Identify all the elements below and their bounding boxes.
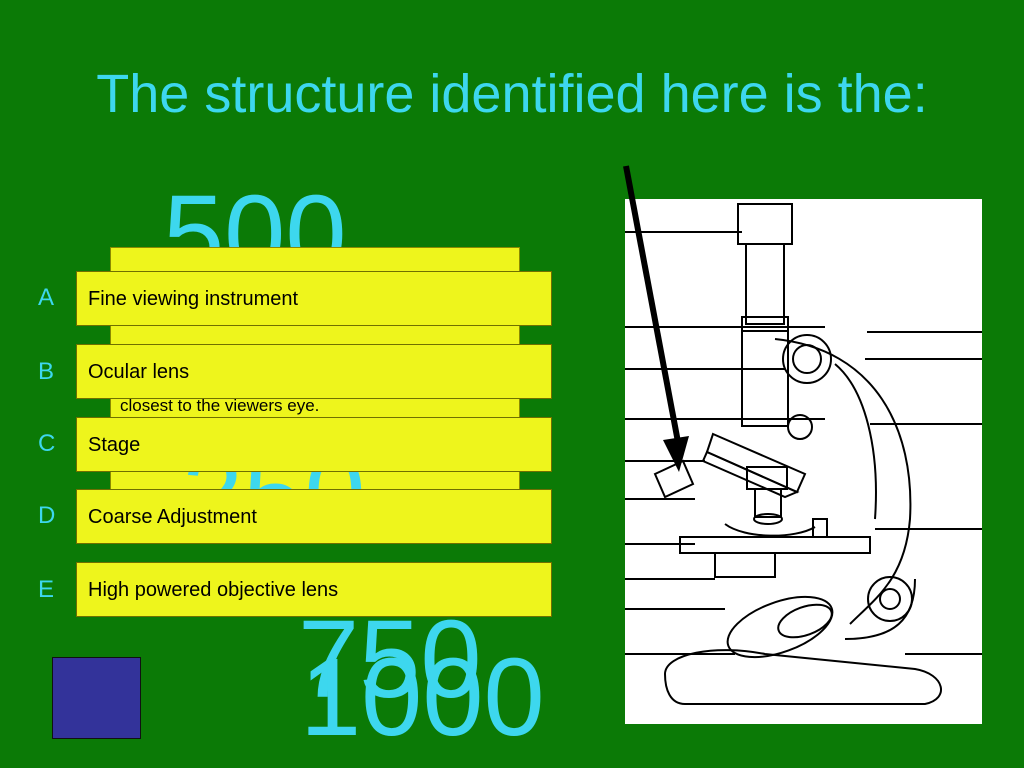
answer-letter-b: B — [38, 358, 55, 385]
microscope-diagram — [625, 199, 982, 724]
slide-title: The structure identified here is the: — [96, 64, 928, 124]
points-750: 750 — [298, 598, 482, 721]
answer-option-b[interactable]: Ocular lens — [76, 344, 552, 399]
answer-letter-e: E — [38, 576, 55, 603]
answer-letter-c: C — [38, 430, 56, 457]
microscope-drawing — [625, 203, 982, 705]
hidden-card-text: closest to the viewers eye. — [120, 396, 320, 415]
answer-option-e[interactable]: High powered objective lens — [76, 562, 552, 617]
answer-option-c[interactable]: Stage — [76, 417, 552, 472]
blue-square-icon[interactable] — [52, 657, 141, 739]
answer-letter-d: D — [38, 502, 56, 529]
points-1000: 1000 — [300, 636, 545, 759]
answer-option-a[interactable]: Fine viewing instrument — [76, 271, 552, 326]
answer-option-d[interactable]: Coarse Adjustment — [76, 489, 552, 544]
answer-letter-a: A — [38, 284, 55, 311]
